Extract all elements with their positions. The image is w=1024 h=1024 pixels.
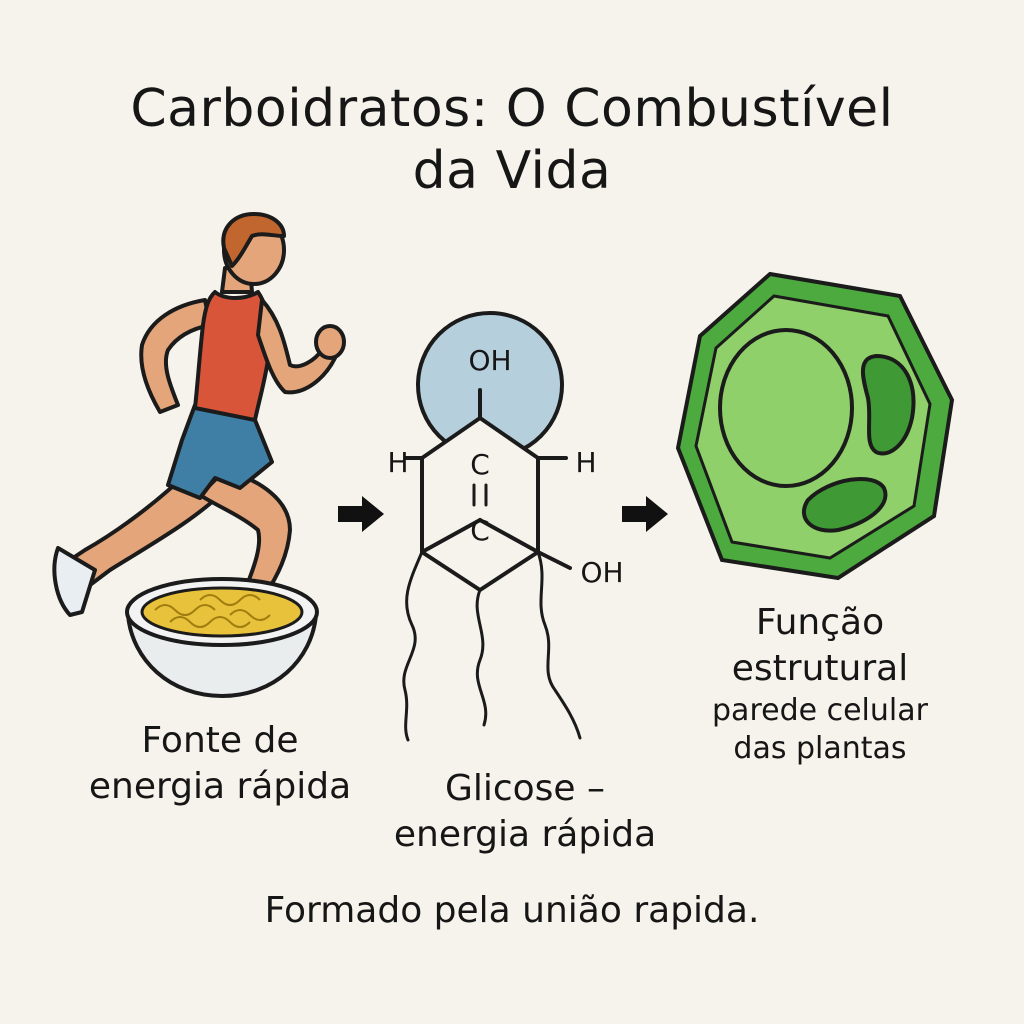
chloroplast [801,476,888,533]
glucose-molecule [402,311,582,742]
structural-title-line-1: Função [755,602,885,643]
c-top-label: C [470,448,490,481]
runner-back-arm [139,298,212,414]
noodle-bowl-illustration [125,577,319,699]
runner-shorts [166,403,274,500]
hexagon-ring [420,415,540,593]
energy-source-line-2: energia rápida [88,766,352,807]
h-left-label: H [387,446,408,479]
squiggle-tail [402,550,424,742]
title-line-1: Carboidratos: O Combustível [130,79,894,139]
structural-sub-line-2: das plantas [733,731,907,766]
bond-cross-1 [420,518,482,554]
noodle-strands [154,594,271,628]
title-line-2: da Vida [412,141,612,201]
plant-cell-illustration [675,271,955,581]
c-bottom-label: C [470,514,490,547]
runner-front-leg [198,468,292,597]
bond-cross-2 [478,518,540,554]
h-right-label: H [575,446,596,479]
structural-title-line-2: estrutural [731,648,909,689]
structural-sub-line-1: parede celular [712,693,928,728]
bond-oh-right [536,550,572,570]
glucose-caption: Glicose – energia rápida [340,766,710,858]
arrow-right-icon [338,496,384,532]
runner-tank-top [193,290,272,422]
squiggle-tail [536,550,582,740]
energy-source-line-1: Fonte de [141,720,299,761]
glucose-line-2: energia rápida [393,814,657,855]
structural-function-caption: Função estrutural parede celular das pla… [660,600,980,768]
squiggle-tail [475,588,488,727]
oh-top-label: OH [468,344,511,377]
runner-back-shoe [52,546,97,617]
runner-hair [221,212,286,268]
bowl-noodles [140,586,304,638]
molecule-labels: OH H H C C OH [387,344,623,589]
chloroplast [861,353,916,456]
arrow-right-icon [622,496,668,532]
runner-illustration [52,212,346,617]
footer-note: Formado pela união rapida. [264,890,760,931]
glucose-line-1: Glicose – [444,768,606,809]
energy-source-caption: Fonte de energia rápida [55,718,385,810]
runner-fist [314,324,346,360]
cell-nucleus [718,328,854,488]
page-title: Carboidratos: O Combustível da Vida [0,78,1024,202]
oh-right-label: OH [580,556,623,589]
